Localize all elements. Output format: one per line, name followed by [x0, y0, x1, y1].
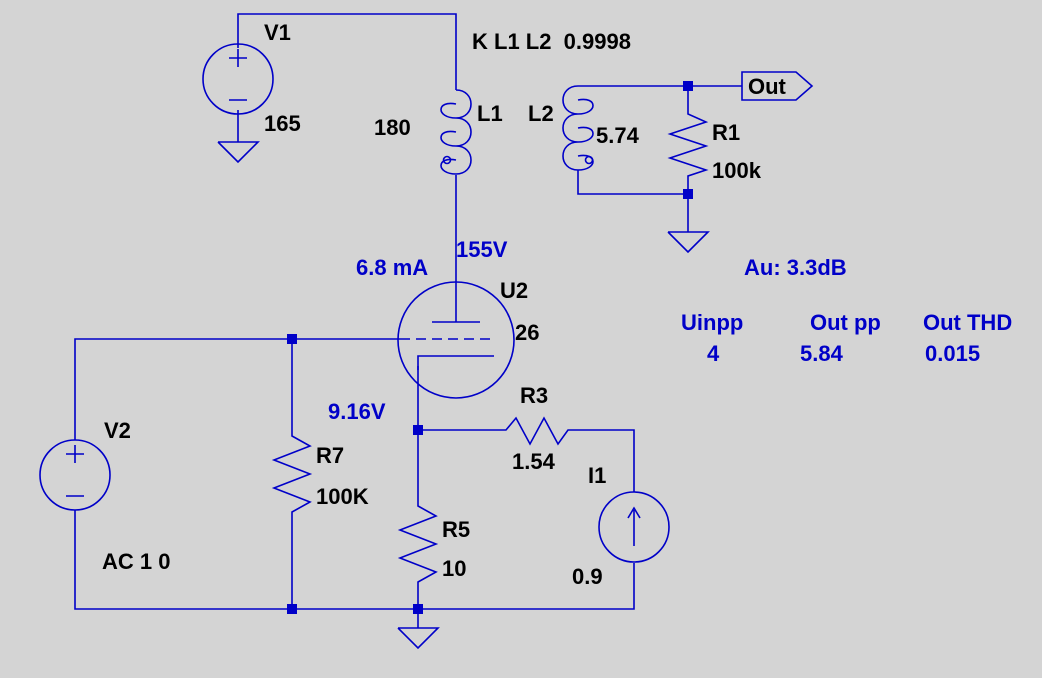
polarity-dot-icon — [584, 155, 594, 165]
wire-l2-bottom — [577, 178, 689, 195]
results-table: Uinpp Out pp Out THD 4 5.84 0.015 — [681, 310, 1012, 366]
results-header-outpp: Out pp — [810, 310, 881, 335]
ground-icon — [667, 231, 710, 254]
junction-dot — [413, 604, 423, 614]
annotations: 155V 6.8 mA 9.16V Au: 3.3dB — [328, 237, 847, 424]
net-flag-icon — [741, 71, 814, 101]
resistor-zigzag-icon — [500, 416, 574, 446]
u2-name: U2 — [500, 278, 528, 303]
triode-envelope-icon — [397, 281, 515, 399]
v2-value: AC 1 0 — [102, 549, 170, 574]
wire-v1-l1 — [237, 13, 457, 90]
l1-value: 180 — [374, 115, 411, 140]
v2-name: V2 — [104, 418, 131, 443]
resistor-zigzag-icon — [271, 430, 313, 520]
out-net-flag[interactable] — [741, 71, 814, 101]
ground-icon — [397, 627, 440, 650]
l2-value: 5.74 — [596, 123, 640, 148]
results-value-outpp: 5.84 — [800, 341, 844, 366]
inductor-coil-icon — [562, 85, 594, 178]
r1-name: R1 — [712, 120, 740, 145]
l1-name: L1 — [477, 101, 503, 126]
v1-value: 165 — [264, 111, 301, 136]
i1-value: 0.9 — [572, 564, 603, 589]
r5-resistor[interactable] — [397, 500, 439, 590]
component-labels: V1 165 K L1 L2 0.9998 180 L1 L2 5.74 R1 … — [102, 20, 787, 589]
resistor-zigzag-icon — [397, 500, 439, 590]
inductor-coil-icon — [440, 89, 472, 175]
junctions — [287, 81, 693, 614]
r7-name: R7 — [316, 443, 344, 468]
results-value-uinpp: 4 — [707, 341, 720, 366]
l1-inductor[interactable] — [440, 89, 472, 175]
junction-dot — [287, 334, 297, 344]
r3-resistor[interactable] — [500, 416, 574, 446]
r7-resistor[interactable] — [271, 430, 313, 520]
plate-current-annotation: 6.8 mA — [356, 255, 428, 280]
wire-l2-top — [578, 85, 689, 108]
coupling-directive: K L1 L2 0.9998 — [472, 29, 631, 54]
v2-voltage-source[interactable] — [39, 439, 111, 511]
junction-dot — [683, 81, 693, 91]
out-net-label: Out — [748, 74, 787, 99]
cathode-icon — [417, 355, 494, 370]
polarity-dot-icon — [442, 155, 452, 165]
junction-dot — [683, 189, 693, 199]
gain-annotation: Au: 3.3dB — [744, 255, 847, 280]
i1-current-source[interactable] — [598, 491, 670, 563]
r3-name: R3 — [520, 383, 548, 408]
r5-name: R5 — [442, 517, 470, 542]
wire-bottom-rail — [74, 510, 635, 610]
r1-value: 100k — [712, 158, 762, 183]
current-source-icon — [598, 491, 670, 563]
voltage-source-icon — [39, 439, 111, 511]
voltage-source-icon — [202, 43, 274, 115]
cathode-voltage-annotation: 9.16V — [328, 399, 386, 424]
v1-voltage-source[interactable] — [202, 43, 274, 115]
results-value-thd: 0.015 — [925, 341, 980, 366]
v1-name: V1 — [264, 20, 291, 45]
u2-value: 26 — [515, 320, 539, 345]
resistor-zigzag-icon — [667, 108, 709, 180]
wire-r3-i1 — [574, 429, 635, 492]
junction-dot — [413, 425, 423, 435]
l2-name: L2 — [528, 101, 554, 126]
i1-name: I1 — [588, 463, 606, 488]
results-header-uinpp: Uinpp — [681, 310, 743, 335]
plate-voltage-annotation: 155V — [456, 237, 508, 262]
ground-icon — [217, 141, 260, 164]
wires — [74, 13, 742, 628]
junction-dot — [287, 604, 297, 614]
u2-triode[interactable] — [397, 281, 515, 399]
r3-value: 1.54 — [512, 449, 556, 474]
r5-value: 10 — [442, 556, 466, 581]
r1-resistor[interactable] — [667, 108, 709, 180]
r7-value: 100K — [316, 484, 369, 509]
results-header-thd: Out THD — [923, 310, 1012, 335]
l2-inductor[interactable] — [562, 85, 594, 178]
